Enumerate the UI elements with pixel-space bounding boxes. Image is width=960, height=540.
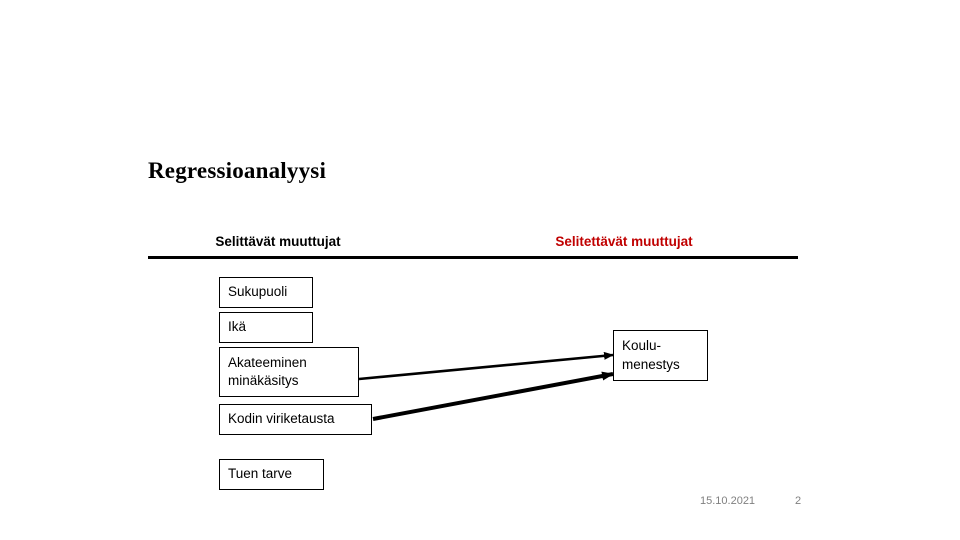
footer-date: 15.10.2021 [700, 495, 756, 507]
footer-page-number: 2 [795, 495, 802, 507]
node-label: Sukupuoli [228, 284, 288, 300]
node-box-kodin-viriketausta[interactable]: Kodin viriketausta [219, 404, 372, 435]
node-label: Koulu- menestys [622, 338, 680, 372]
node-label: Tuen tarve [228, 466, 293, 482]
node-box-sukupuoli[interactable]: Sukupuoli [219, 277, 313, 308]
node-label: Kodin viriketausta [228, 411, 335, 427]
column-header-explained: Selitettävät muuttujat [555, 234, 693, 249]
header-divider-line [148, 256, 798, 259]
node-box-akateeminen-minakasitys[interactable]: Akateeminen minäkäsitys [219, 347, 359, 397]
node-box-tuen-tarve[interactable]: Tuen tarve [219, 459, 324, 490]
connector-akateeminen-to-koulumenestys [358, 351, 614, 381]
page-title: Regressioanalyysi [148, 158, 327, 183]
node-box-koulumenestys[interactable]: Koulu- menestys [613, 330, 708, 381]
connector-kodin-to-koulumenestys [372, 371, 614, 421]
node-label: Ikä [228, 319, 247, 335]
node-label: Akateeminen minäkäsitys [228, 354, 307, 388]
column-header-explanatory: Selittävät muuttujat [215, 234, 341, 249]
node-box-ika[interactable]: Ikä [219, 312, 313, 343]
